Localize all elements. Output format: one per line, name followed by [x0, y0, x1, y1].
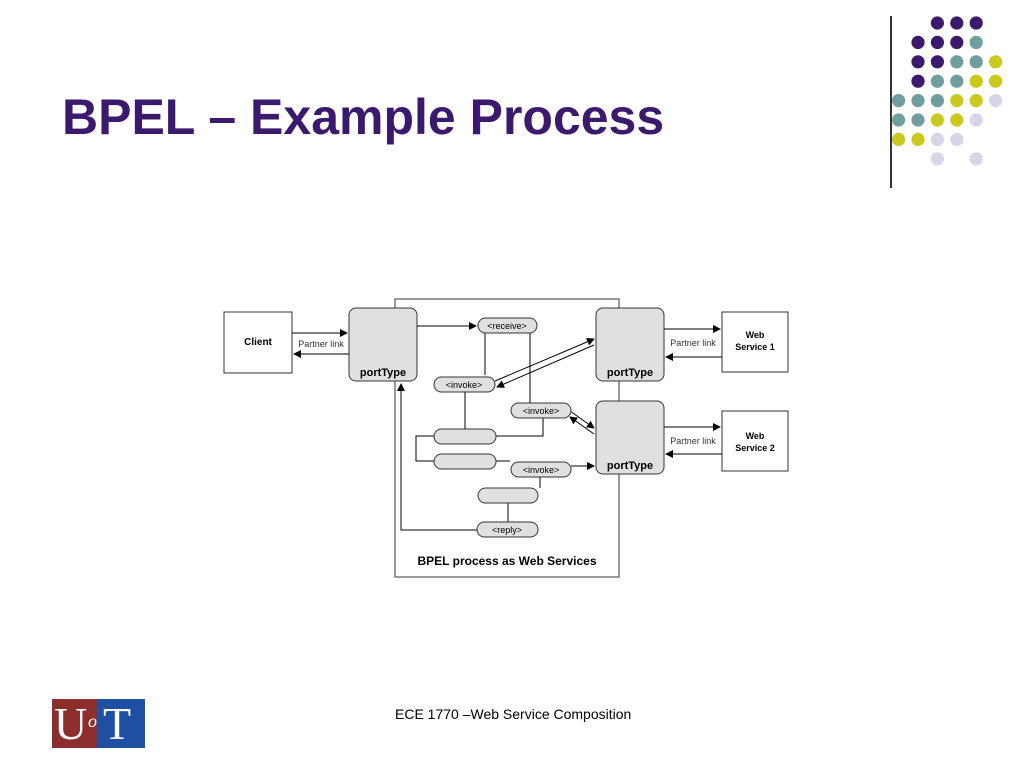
- decorative-dot: [950, 94, 964, 108]
- decorative-dot: [969, 16, 983, 30]
- invoke2-to-porttype-arrow: [569, 410, 595, 429]
- decorative-dot: [950, 35, 964, 50]
- web-service-2-label-line1: Web: [746, 431, 765, 441]
- client-box: [223, 311, 293, 374]
- invoke-label-2: <invoke>: [523, 406, 560, 416]
- decorative-dot: [911, 55, 925, 69]
- invoke-label-1: <invoke>: [446, 380, 483, 390]
- decorative-dot: [950, 16, 964, 30]
- decorative-dot: [911, 74, 925, 88]
- decorative-dot: [969, 113, 983, 127]
- decorative-dot: [892, 113, 906, 127]
- unnamed-activity-3: [477, 487, 539, 504]
- decorative-dot: [930, 35, 945, 50]
- decorative-dot: [950, 132, 964, 146]
- decorative-dot: [930, 94, 945, 108]
- decorative-dot: [969, 94, 983, 108]
- logo-letter-t: T: [103, 699, 132, 748]
- decorative-dot-grid: [892, 16, 1003, 166]
- porttype-right-top-label: portType: [607, 367, 653, 379]
- logo-letter-u: U: [54, 699, 88, 748]
- decorative-dot: [911, 132, 925, 146]
- reply-activity: [476, 521, 539, 538]
- decorative-dot: [950, 113, 964, 127]
- web-service-1-label-line2: Service 1: [735, 342, 775, 352]
- decorative-dot: [950, 74, 964, 88]
- decorative-dot: [930, 152, 945, 166]
- title-divider: [890, 16, 892, 188]
- logo-left-panel: U of: [52, 699, 102, 748]
- decorative-dot: [969, 35, 983, 50]
- decorative-dot: [950, 55, 964, 69]
- decorative-dot: [892, 132, 906, 146]
- decorative-dot: [969, 74, 983, 88]
- reply-label: <reply>: [492, 525, 522, 535]
- web-service-2-box: [721, 410, 789, 472]
- invoke1-to-porttype-arrow: [494, 338, 595, 382]
- decorative-dot: [930, 55, 945, 69]
- decorative-dot: [930, 16, 945, 30]
- partner-link-label-ws1: Partner link: [670, 338, 716, 348]
- decorative-dot: [911, 113, 925, 127]
- receive-activity: [477, 317, 538, 334]
- decorative-dot: [930, 132, 945, 146]
- decorative-dot: [892, 94, 906, 108]
- invoke-label-3: <invoke>: [523, 465, 560, 475]
- reply-to-porttype-arrow: [397, 383, 477, 531]
- footer-text: ECE 1770 –Web Service Composition: [395, 706, 632, 722]
- porttype-right-bottom-label: portType: [607, 460, 653, 472]
- porttype-left-label: portType: [360, 367, 406, 379]
- logo-right-panel: T: [97, 699, 145, 748]
- receive-label: <receive>: [487, 321, 527, 331]
- decorative-dot: [989, 55, 1003, 69]
- decorative-dot: [911, 35, 925, 50]
- porttype-to-invoke2-arrow: [569, 416, 595, 435]
- slide-title: BPEL – Example Process: [62, 89, 665, 145]
- web-service-2-label-line2: Service 2: [735, 443, 775, 453]
- uoft-logo: U of T: [52, 699, 145, 748]
- porttype-right-top: [595, 307, 665, 382]
- partner-link-label-ws2: Partner link: [670, 436, 716, 446]
- decorative-dot: [989, 74, 1003, 88]
- porttype-to-invoke1-arrow: [496, 344, 595, 388]
- invoke-activity-3: [510, 461, 572, 478]
- client-label: Client: [244, 337, 272, 348]
- process-caption: BPEL process as Web Services: [418, 554, 597, 568]
- invoke-activity-1: [433, 376, 496, 393]
- porttype-left: [348, 307, 418, 382]
- decorative-dot: [969, 55, 983, 69]
- partner-link-label-client: Partner link: [298, 339, 344, 349]
- unnamed-activity-1: [433, 428, 497, 445]
- porttype-right-bottom: [595, 400, 665, 475]
- decorative-dot: [989, 94, 1003, 108]
- decorative-dot: [969, 152, 983, 166]
- invoke-activity-2: [510, 402, 572, 419]
- decorative-dot: [930, 113, 945, 127]
- decorative-dot: [930, 74, 945, 88]
- activity1-to-activity2-line: [415, 435, 434, 462]
- decorative-dot: [911, 94, 925, 108]
- web-service-1-box: [721, 311, 789, 373]
- web-service-1-label-line1: Web: [746, 330, 765, 340]
- invoke2-to-activity1-line: [496, 418, 544, 437]
- unnamed-activity-2: [433, 453, 497, 470]
